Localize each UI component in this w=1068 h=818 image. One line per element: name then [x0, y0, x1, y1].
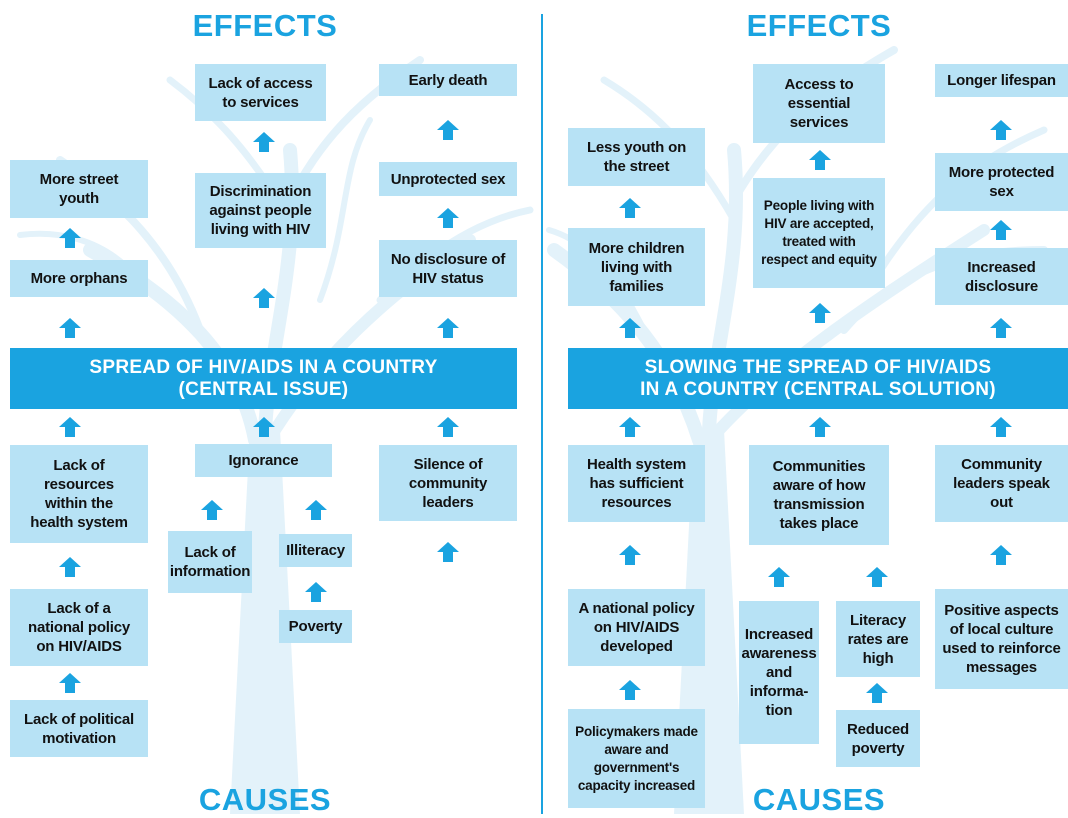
cause-leaders-speak-out: Community leaders speak out: [935, 445, 1068, 522]
effect-people-accepted: People living with HIV are accepted, tre…: [753, 178, 885, 288]
arrow-up-icon: [253, 417, 275, 437]
left-causes-heading: CAUSES: [198, 782, 332, 817]
cause-reduced-poverty: Reduced poverty: [836, 710, 920, 767]
arrow-up-icon: [437, 542, 459, 562]
effect-discrimination: Discrimination against people living wit…: [195, 173, 326, 248]
central-issue-banner: SPREAD OF HIV/AIDS IN A COUNTRY (CENTRAL…: [10, 348, 517, 409]
effect-early-death: Early death: [379, 64, 517, 96]
cause-lack-of-national-policy: Lack of a national policy on HIV/AIDS: [10, 589, 148, 666]
cause-silence-of-leaders: Silence of community leaders: [379, 445, 517, 521]
cause-ignorance: Ignorance: [195, 444, 332, 477]
cause-lack-of-information: Lack of information: [168, 531, 252, 593]
arrow-up-icon: [59, 228, 81, 248]
arrow-up-icon: [619, 198, 641, 218]
right-causes-heading: CAUSES: [752, 782, 886, 817]
cause-national-policy-developed: A national policy on HIV/AIDS developed: [568, 589, 705, 666]
arrow-up-icon: [990, 417, 1012, 437]
arrow-up-icon: [809, 150, 831, 170]
cause-lack-of-political-motivation: Lack of political motivation: [10, 700, 148, 757]
effect-less-youth-on-street: Less youth on the street: [568, 128, 705, 186]
effect-more-children-with-families: More children living with families: [568, 228, 705, 306]
arrow-up-icon: [809, 417, 831, 437]
effect-increased-disclosure: Increased disclosure: [935, 248, 1068, 305]
arrow-up-icon: [866, 567, 888, 587]
arrow-up-icon: [59, 673, 81, 693]
effect-no-disclosure: No disclosure of HIV status: [379, 240, 517, 297]
arrow-up-icon: [619, 417, 641, 437]
arrow-up-icon: [305, 500, 327, 520]
arrow-up-icon: [253, 288, 275, 308]
right-effects-heading: EFFECTS: [746, 8, 892, 43]
cause-lack-of-resources: Lack of resources within the health syst…: [10, 445, 148, 543]
arrow-up-icon: [619, 318, 641, 338]
cause-communities-aware: Communities aware of how transmission ta…: [749, 445, 889, 545]
arrow-up-icon: [990, 220, 1012, 240]
arrow-up-icon: [253, 132, 275, 152]
arrow-up-icon: [201, 500, 223, 520]
arrow-up-icon: [437, 120, 459, 140]
effect-longer-lifespan: Longer lifespan: [935, 64, 1068, 97]
left-effects-heading: EFFECTS: [192, 8, 338, 43]
arrow-up-icon: [619, 545, 641, 565]
effect-access-to-services: Access to essential services: [753, 64, 885, 143]
arrow-up-icon: [990, 120, 1012, 140]
arrow-up-icon: [437, 417, 459, 437]
arrow-up-icon: [437, 318, 459, 338]
arrow-up-icon: [59, 557, 81, 577]
cause-increased-awareness: Increased awareness and informa- tion: [739, 601, 819, 744]
cause-literacy-high: Literacy rates are high: [836, 601, 920, 677]
arrow-up-icon: [305, 582, 327, 602]
effect-more-orphans: More orphans: [10, 260, 148, 297]
effect-more-protected-sex: More protected sex: [935, 153, 1068, 211]
arrow-up-icon: [619, 680, 641, 700]
arrow-up-icon: [768, 567, 790, 587]
effect-more-street-youth: More street youth: [10, 160, 148, 218]
cause-policymakers-aware: Policymakers made aware and government's…: [568, 709, 705, 808]
arrow-up-icon: [990, 545, 1012, 565]
center-divider: [541, 14, 543, 814]
cause-illiteracy: Illiteracy: [279, 534, 352, 567]
arrow-up-icon: [59, 318, 81, 338]
arrow-up-icon: [990, 318, 1012, 338]
arrow-up-icon: [809, 303, 831, 323]
central-solution-banner: SLOWING THE SPREAD OF HIV/AIDS IN A COUN…: [568, 348, 1068, 409]
effect-lack-of-access: Lack of access to services: [195, 64, 326, 121]
cause-positive-aspects: Positive aspects of local culture used t…: [935, 589, 1068, 689]
cause-health-system-sufficient: Health system has sufficient resources: [568, 445, 705, 522]
arrow-up-icon: [437, 208, 459, 228]
effect-unprotected-sex: Unprotected sex: [379, 162, 517, 196]
arrow-up-icon: [866, 683, 888, 703]
arrow-up-icon: [59, 417, 81, 437]
cause-poverty: Poverty: [279, 610, 352, 643]
